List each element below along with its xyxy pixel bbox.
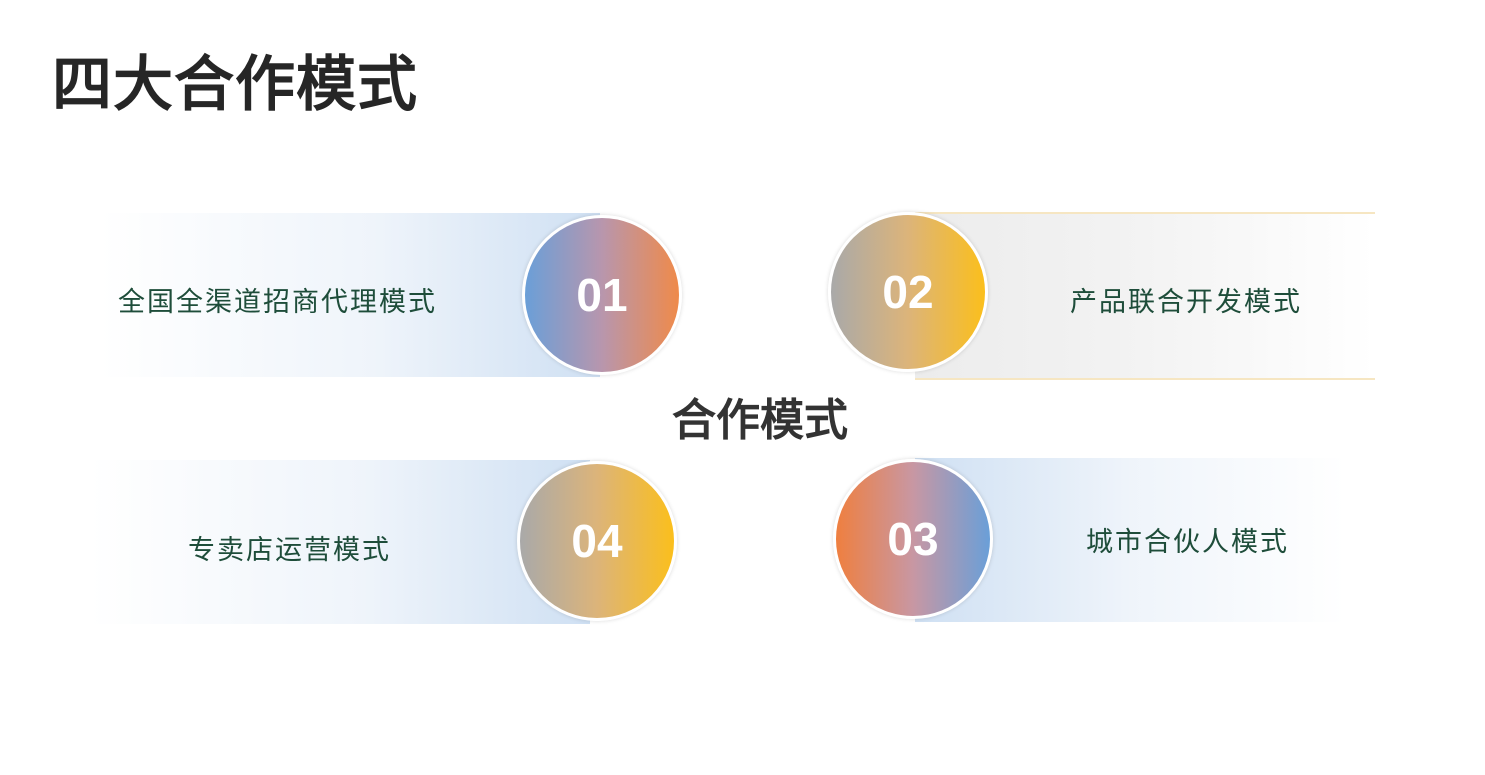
mode-03-badge: 03 (833, 459, 993, 619)
center-label: 合作模式 (672, 395, 848, 446)
mode-03-number: 03 (887, 513, 939, 565)
mode-02-band (915, 212, 1375, 380)
mode-04-number: 04 (571, 515, 623, 567)
mode-04-label: 专卖店运营模式 (188, 535, 391, 566)
mode-02-number: 02 (882, 266, 934, 318)
mode-04-band (90, 460, 590, 624)
mode-04-badge: 04 (517, 461, 677, 621)
mode-01-badge: 01 (522, 215, 682, 375)
mode-02-label: 产品联合开发模式 (1070, 287, 1302, 318)
mode-01-number: 01 (576, 269, 628, 321)
mode-01-band (100, 213, 600, 377)
mode-03-label: 城市合伙人模式 (1086, 527, 1289, 558)
mode-02-badge: 02 (828, 212, 988, 372)
page-title: 四大合作模式 (52, 50, 418, 120)
mode-01-label: 全国全渠道招商代理模式 (118, 287, 437, 318)
